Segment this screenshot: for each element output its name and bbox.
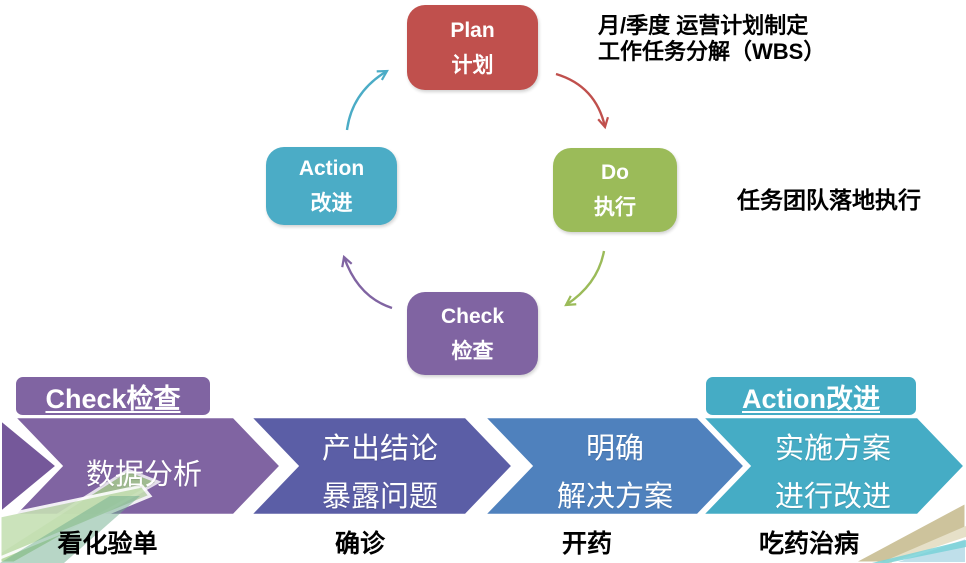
do-box-zh: 执行: [594, 196, 636, 219]
plan-box-en: Plan: [450, 18, 495, 42]
step1-chevron-shape: [6, 413, 286, 519]
step3-text: 明确 解决方案: [498, 425, 732, 521]
plan-box: Plan 计划: [407, 5, 538, 90]
step4-caption: 吃药治病: [758, 530, 859, 558]
step3-line2: 解决方案: [556, 481, 673, 513]
plan-annotation: 月/季度 运营计划制定 工作任务分解（WBS）: [598, 13, 825, 65]
step2-line2: 暴露问题: [321, 481, 438, 513]
arrow-action-to-plan-icon: [345, 69, 389, 131]
step1-caption: 看化验单: [57, 530, 158, 558]
step3-line1: 明确: [585, 433, 644, 465]
action-section-label: Action改进: [704, 375, 918, 418]
arrow-check-to-action-icon: [341, 254, 393, 310]
step2-chevron-shape: [242, 413, 518, 519]
plan-annotation-line1: 月/季度 运营计划制定: [598, 13, 809, 38]
do-box: Do 执行: [553, 148, 677, 232]
step2-text: 产出结论 暴露问题: [262, 425, 498, 521]
action-box-en: Action: [298, 157, 365, 180]
plan-box-zh: 计划: [451, 53, 494, 77]
step4-text: 实施方案 进行改进: [716, 425, 950, 521]
check-box-en: Check: [440, 304, 505, 328]
step4-line1: 实施方案: [774, 433, 891, 465]
check-box: Check 检查: [407, 292, 538, 375]
plan-annotation-line2: 工作任务分解（WBS）: [598, 39, 826, 64]
step1-text: 数据分析: [85, 459, 202, 491]
arrow-do-to-check-icon: [564, 250, 606, 307]
step3-caption: 开药: [561, 530, 612, 558]
do-box-en: Do: [601, 161, 629, 184]
check-box-zh: 检查: [451, 339, 494, 363]
step2-caption: 确诊: [334, 530, 385, 558]
do-annotation: 任务团队落地执行: [737, 187, 921, 213]
ribbon-aqua-icon: [872, 540, 966, 563]
process-band: [0, 413, 966, 563]
ribbon-teal-green-icon: [0, 496, 140, 563]
step2-line1: 产出结论: [321, 433, 438, 465]
arrow-plan-to-do-icon: [555, 72, 610, 130]
action-box: Action 改进: [266, 147, 397, 225]
action-box-zh: 改进: [310, 192, 353, 215]
step4-line2: 进行改进: [774, 481, 891, 513]
step1-tail-shape: [0, 415, 62, 517]
check-section-label: Check检查: [14, 375, 212, 418]
